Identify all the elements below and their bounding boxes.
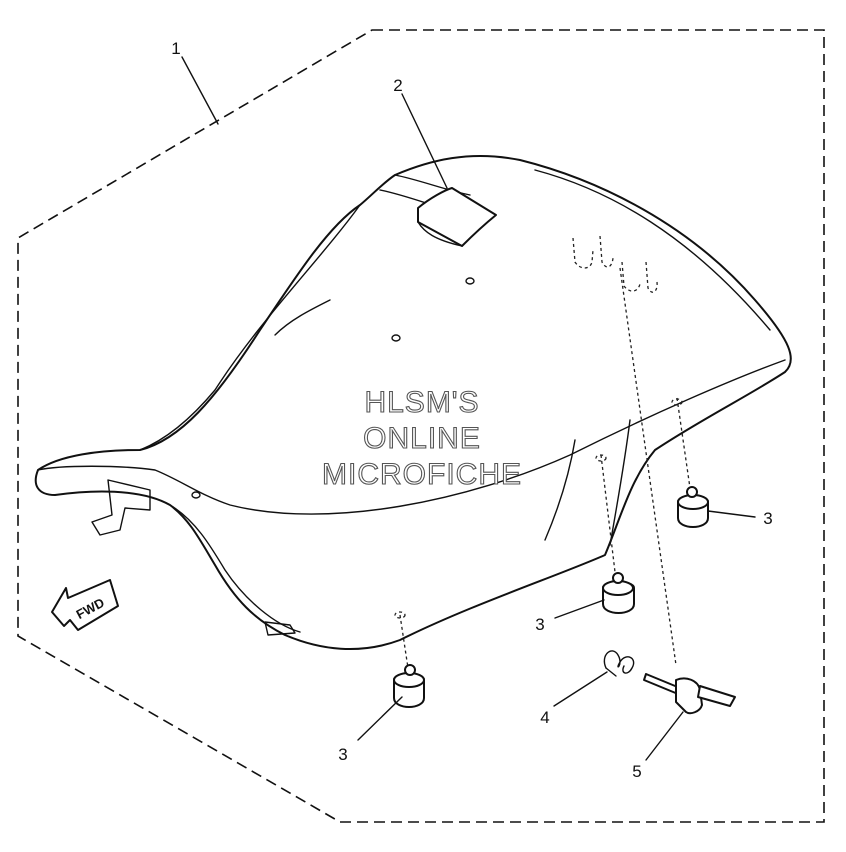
mount-point	[394, 611, 406, 619]
seat-rear-crease	[534, 169, 771, 331]
bottom-tab	[264, 621, 296, 636]
latch-hook	[572, 235, 614, 269]
seat-top-edge	[37, 359, 786, 515]
lock-pin	[643, 673, 736, 715]
mount-line	[619, 267, 677, 666]
leader-line	[707, 510, 756, 518]
seat-side-crease	[169, 504, 301, 633]
seat-front-crease	[139, 204, 361, 451]
callout-4: 4	[540, 708, 549, 727]
leader-line	[645, 711, 684, 761]
callout-3: 3	[338, 745, 347, 764]
seat-strap	[417, 187, 497, 247]
seat-band	[394, 174, 471, 196]
seat-strap-edge	[417, 221, 463, 247]
callout-3: 3	[763, 509, 772, 528]
seat-assembly	[34, 155, 792, 651]
leader-line	[553, 671, 608, 707]
mount-point	[671, 398, 683, 406]
mount-hole	[191, 491, 201, 499]
mount-hole	[465, 277, 475, 285]
callout-3: 3	[535, 615, 544, 634]
spring	[603, 650, 635, 677]
leader-line	[357, 696, 403, 741]
leader-line	[401, 93, 448, 189]
watermark-line-1: HLSM'S	[364, 386, 479, 419]
callout-2: 2	[393, 76, 402, 95]
mount-line	[399, 614, 409, 669]
seat-hump-left	[274, 299, 331, 336]
mount-line	[676, 397, 691, 489]
damper-front-left	[393, 664, 425, 708]
leader-line	[554, 599, 605, 619]
assembly-boundary	[17, 29, 825, 823]
seat-side-panel	[544, 439, 576, 541]
callout-1: 1	[171, 39, 180, 58]
damper-center	[602, 572, 635, 614]
front-bracket	[91, 479, 151, 536]
watermark-line-2: ONLINE	[363, 422, 481, 455]
callout-5: 5	[632, 762, 641, 781]
damper-right	[677, 486, 709, 528]
watermark-line-3: MICROFICHE	[322, 458, 522, 491]
mount-hole	[391, 334, 401, 342]
seat-side-panel-2	[609, 419, 631, 546]
forward-arrow-icon: FWD	[51, 579, 119, 631]
mount-line	[600, 454, 616, 573]
leader-line	[181, 56, 219, 125]
watermark: HLSM'S ONLINE MICROFICHE	[321, 385, 522, 491]
seat-outline	[34, 155, 792, 651]
mount-point	[595, 454, 607, 462]
latch-hook	[621, 261, 658, 293]
